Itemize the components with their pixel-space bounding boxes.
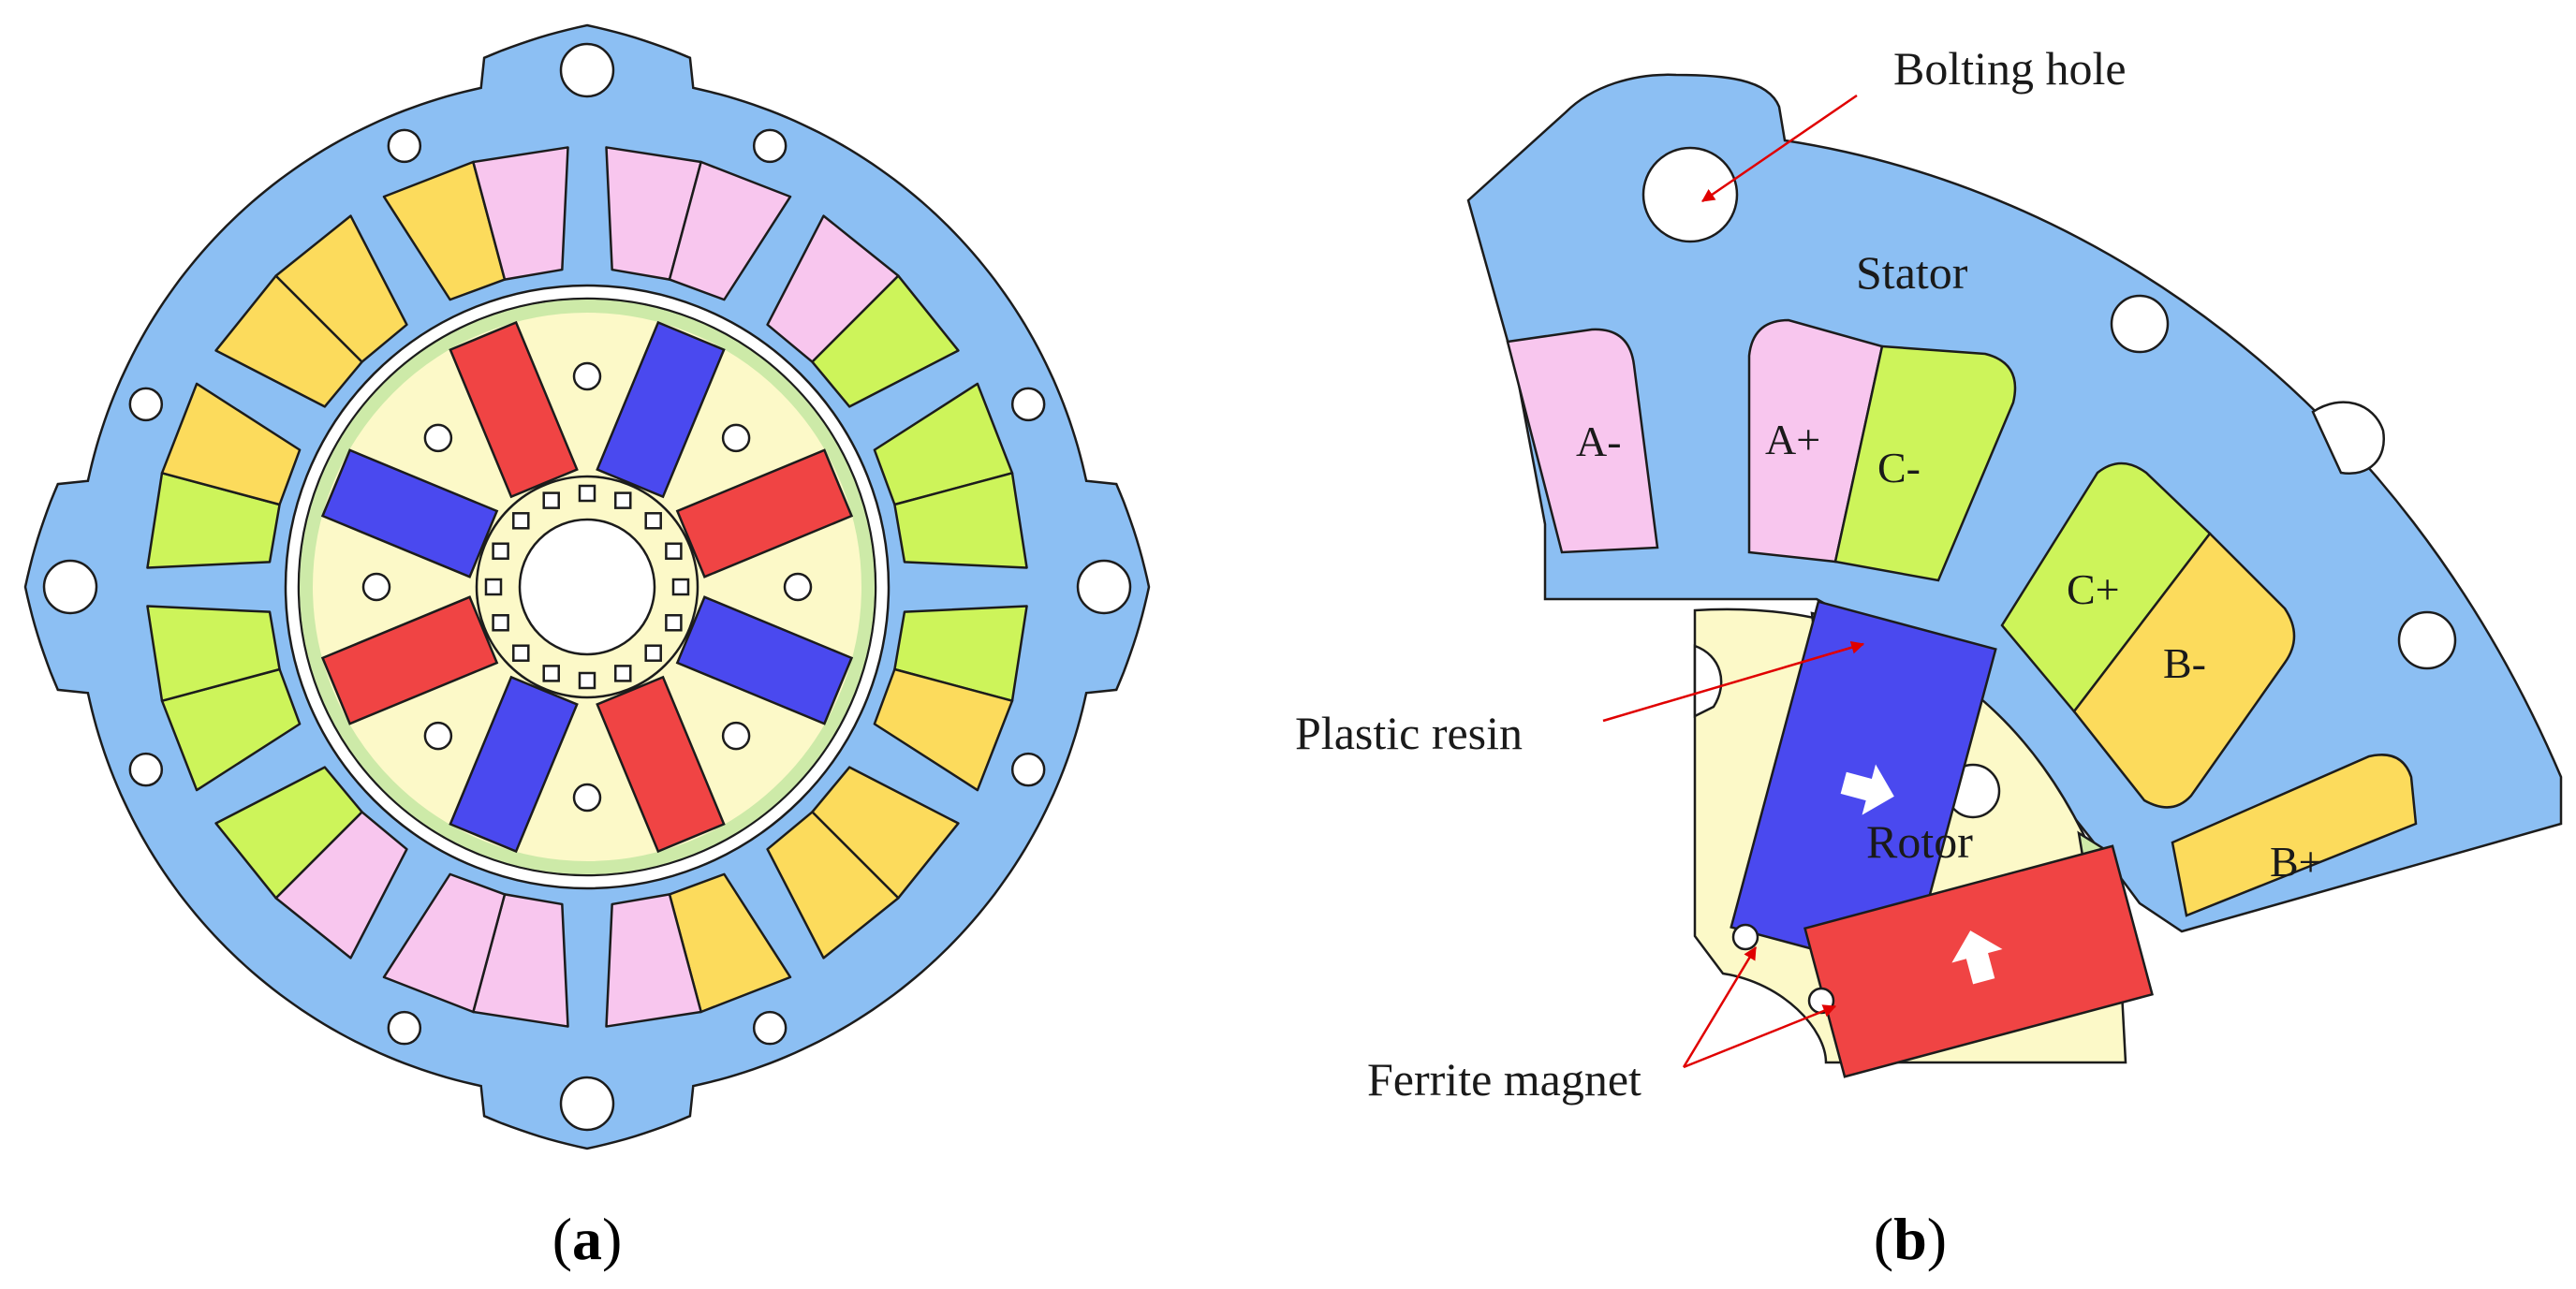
stator-coil [472, 146, 569, 281]
ferrite-magnet-red [1803, 844, 2154, 1078]
coil-c-plus [2000, 461, 2212, 714]
stator-hole [387, 128, 422, 164]
stator-coil [605, 893, 702, 1028]
ferrite-magnet-red [596, 675, 726, 854]
bolting-hole [42, 559, 98, 615]
label-c-plus: C+ [2067, 565, 2120, 613]
stator-coil [811, 274, 960, 408]
hub-slot [512, 644, 530, 662]
leader-bolting-hole [1701, 94, 1858, 203]
bolting-hole [559, 42, 615, 98]
plastic-resin-ring [300, 300, 875, 874]
label-a-minus: A- [1576, 417, 1622, 465]
label-stator: Stator [1856, 246, 1968, 299]
ferrite-magnet-blue [449, 675, 579, 854]
hub-slot [542, 491, 560, 509]
hub-slot [665, 614, 683, 632]
panel-b-quarter-section: A- A+ C- C+ B- B+ Bolting hole Stator Ro… [1295, 42, 2563, 1272]
rotor-hole [423, 721, 453, 751]
ferrite-magnet-red [449, 320, 579, 499]
hub-slot [492, 614, 509, 632]
coil-b-plus [2171, 754, 2418, 917]
stator-coil [668, 160, 792, 301]
rotor-hole [572, 361, 602, 391]
rotor-hole [572, 783, 602, 813]
leader-ferrite-magnet-2 [1683, 1004, 1837, 1069]
rotor-hole [783, 572, 813, 602]
caption-b: (b) [1874, 1206, 1947, 1272]
leader-ferrite-magnet-1 [1682, 946, 1758, 1068]
stator-coil [274, 214, 408, 363]
hub-slot [671, 578, 690, 596]
coil-a-minus [1506, 328, 1659, 554]
hub-slot [512, 512, 530, 530]
ferrite-magnet-red [675, 448, 854, 579]
stator-hole [752, 128, 788, 164]
hub-slot [614, 665, 632, 682]
stator-hole [1010, 752, 1046, 787]
ferrite-magnet-blue [320, 448, 499, 579]
stator-notch [2311, 401, 2386, 476]
label-rotor: Rotor [1866, 815, 1973, 868]
stator-coil [146, 605, 281, 702]
stator-coil [873, 667, 1014, 792]
label-bolting-hole: Bolting hole [1893, 42, 2127, 95]
stator-coil [382, 872, 507, 1014]
bolting-hole [559, 1076, 615, 1132]
hub-slot [614, 491, 632, 509]
hub-slot [484, 578, 503, 596]
hub-slot [578, 484, 596, 503]
label-c-minus: C- [1877, 444, 1921, 491]
stator-windings [146, 146, 1028, 1028]
stator-hole [387, 1010, 422, 1046]
label-b-minus: B- [2163, 639, 2206, 687]
hub-slot [644, 644, 662, 662]
label-ferrite-magnet: Ferrite magnet [1367, 1053, 1641, 1106]
shaft-bore [518, 518, 656, 656]
rotor-hole [721, 423, 751, 453]
panel-a-full-motor: (a) [23, 23, 1151, 1272]
coil-b-minus [2072, 532, 2296, 809]
ferrite-magnet-blue [675, 595, 854, 725]
rotor-notch [1693, 644, 1723, 719]
rotor-hole [361, 572, 391, 602]
hub-slot [492, 542, 509, 560]
bolting-hole [1641, 146, 1739, 243]
rotor-hole-small [1731, 923, 1759, 951]
stator-hole [128, 387, 164, 422]
stator-hole [752, 1010, 788, 1046]
stator-hole [128, 752, 164, 787]
leader-plastic-resin [1602, 640, 1865, 723]
stator-coil [160, 382, 302, 506]
magnetization-arrow [1951, 930, 2003, 985]
hub-slot [644, 512, 662, 530]
stator-coil [766, 811, 900, 959]
caption-a: (a) [552, 1206, 623, 1272]
rotor-hole [721, 721, 751, 751]
hub-slot [665, 542, 683, 560]
coil-c-minus [1833, 344, 2017, 582]
label-plastic-resin: Plastic resin [1295, 707, 1523, 759]
stator-coil [893, 472, 1028, 569]
stator-hole [2110, 294, 2170, 354]
rotor-hole [423, 423, 453, 453]
ferrite-magnet-blue [596, 320, 726, 499]
ferrite-magnet-blue [1730, 600, 1997, 976]
stator-coil [214, 766, 363, 900]
hub-slot [542, 665, 560, 682]
stator-hole [1010, 387, 1046, 422]
label-b-plus: B+ [2270, 838, 2323, 886]
rotor [297, 297, 877, 877]
stator-hole [2397, 610, 2457, 670]
ferrite-magnet-red [320, 595, 499, 725]
magnetization-arrow [1840, 764, 1894, 815]
hub-slot [578, 671, 596, 690]
label-a-plus: A+ [1765, 416, 1820, 463]
bolting-hole [1076, 559, 1132, 615]
